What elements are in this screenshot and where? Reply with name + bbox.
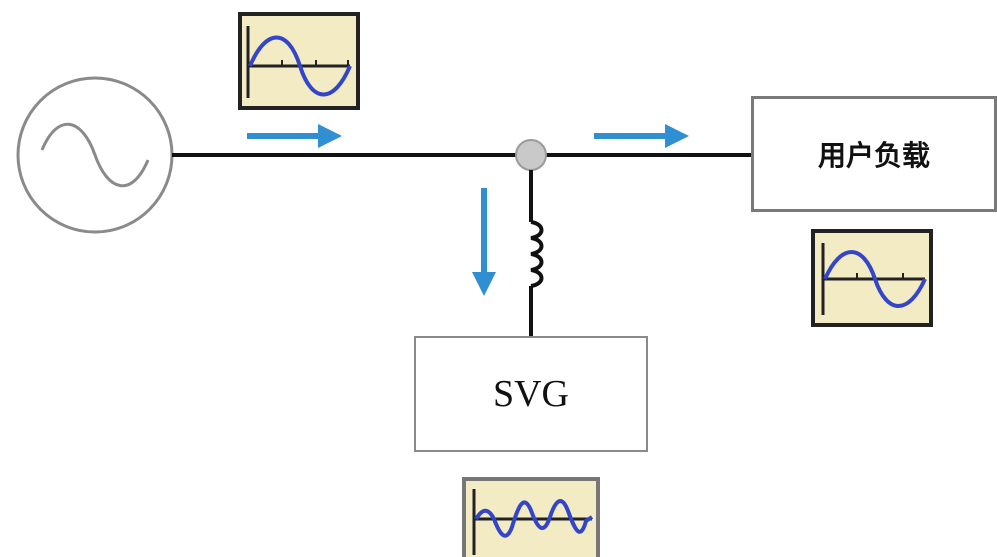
load-label: 用户负载 (817, 139, 930, 172)
inductor-icon (530, 220, 544, 288)
svg-label: SVG (492, 373, 570, 415)
svg-compensator-box: SVG (414, 336, 648, 452)
load-box: 用户负载 (751, 96, 997, 212)
harmonic-waveform-scope-icon (462, 477, 600, 557)
sine-waveform-scope-icon-load (811, 229, 933, 327)
ac-source-icon (16, 76, 174, 234)
sine-waveform-scope-icon-source (238, 12, 360, 110)
junction-node-icon (515, 139, 547, 171)
